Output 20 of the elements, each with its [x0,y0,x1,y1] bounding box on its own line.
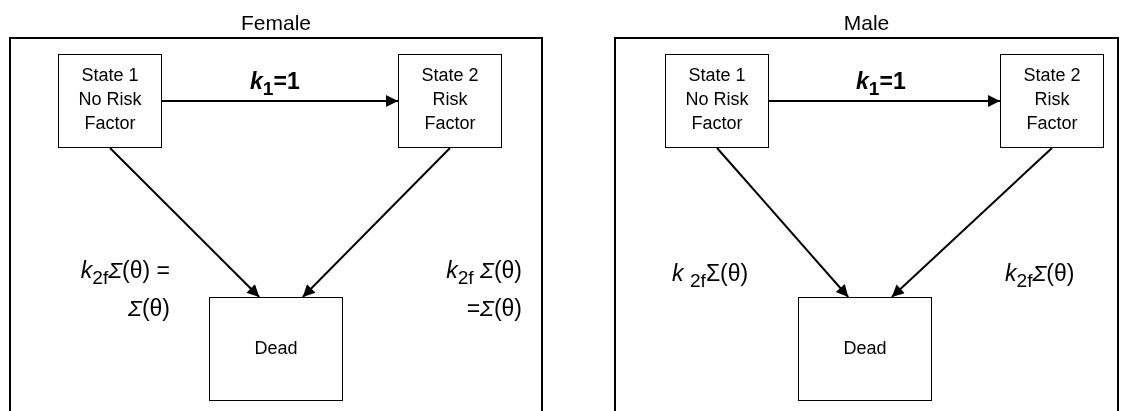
arrow [109,147,261,298]
state-box: Dead [798,297,932,401]
state-box: State 1 No Risk Factor [665,54,769,148]
edge-label: k$_{2f}$Σ(θ) = Σ(θ) [79,256,170,323]
edge-label: k$_{2f}$Σ(θ) [1005,259,1075,293]
panel-heading: Male [842,11,891,35]
panel-heading: Female [240,11,312,35]
arrow [890,147,1053,298]
state-box: State 2 Risk Factor [1000,54,1104,148]
edge-label: k $_{2f}$Σ(θ) [672,259,749,293]
arrow [161,95,399,107]
edge-label: k$_{2f}$ Σ(θ) =Σ(θ) [445,256,522,323]
state-box: Dead [209,297,343,401]
state-box: State 2 Risk Factor [398,54,502,148]
arrow [301,147,451,298]
edge-label: k$_{1}$=1 [250,67,300,101]
arrow [716,147,850,298]
state-box: State 1 No Risk Factor [58,54,162,148]
edge-label: k$_{1}$=1 [856,67,906,101]
arrow [768,95,1001,107]
